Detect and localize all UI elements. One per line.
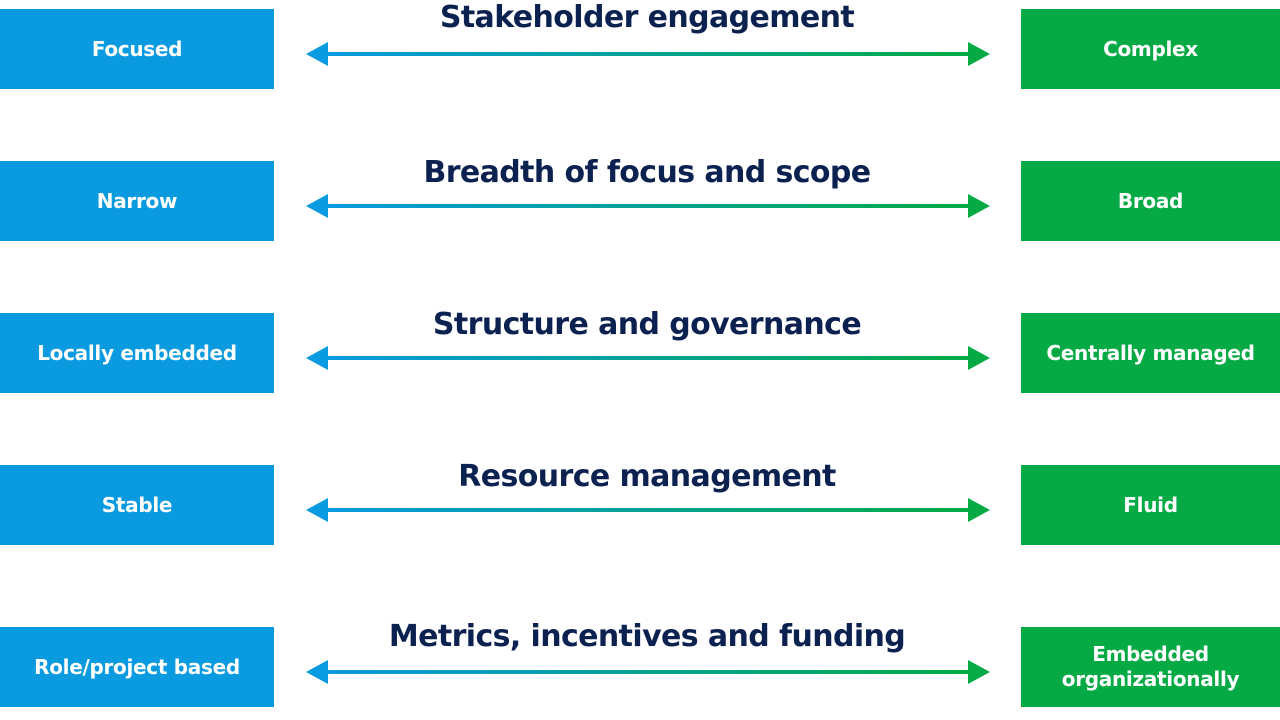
- left-pole-box: Stable: [0, 465, 274, 545]
- double-headed-arrow-icon: [306, 346, 990, 370]
- left-pole-box: Role/project based: [0, 627, 274, 707]
- spectrum-row-stakeholder-engagement: Focused Stakeholder engagement Complex: [0, 0, 1280, 89]
- spectrum-row-resource-management: Stable Resource management Fluid: [0, 459, 1280, 545]
- right-pole-label: Centrally managed: [1046, 340, 1255, 365]
- right-pole-label-line2: organizationally: [1061, 667, 1240, 691]
- left-pole-label: Focused: [91, 36, 183, 61]
- right-pole-box: Embedded organizationally: [1021, 627, 1280, 707]
- left-pole-box: Focused: [0, 9, 274, 89]
- left-pole-label: Stable: [101, 492, 173, 517]
- spectrum-row-breadth-of-focus: Narrow Breadth of focus and scope Broad: [0, 155, 1280, 241]
- dimension-title: Stakeholder engagement: [439, 0, 855, 35]
- dimension-title: Structure and governance: [432, 307, 862, 342]
- right-pole-label: Fluid: [1123, 492, 1178, 517]
- right-pole-box: Fluid: [1021, 465, 1280, 545]
- spectrum-row-structure-governance: Locally embedded Structure and governanc…: [0, 307, 1280, 393]
- right-pole-box: Broad: [1021, 161, 1280, 241]
- double-headed-arrow-icon: [306, 498, 990, 522]
- left-pole-label: Locally embedded: [37, 340, 237, 365]
- right-pole-label: Complex: [1103, 36, 1198, 61]
- left-pole-box: Locally embedded: [0, 313, 274, 393]
- dimension-title: Resource management: [458, 459, 836, 494]
- left-pole-label: Narrow: [96, 188, 178, 213]
- right-pole-label-line1: Embedded: [1092, 642, 1209, 666]
- spectrum-row-metrics-incentives: Role/project based Metrics, incentives a…: [0, 619, 1280, 707]
- right-pole-box: Complex: [1021, 9, 1280, 89]
- dimension-title: Metrics, incentives and funding: [388, 619, 906, 654]
- dimension-title: Breadth of focus and scope: [423, 155, 871, 190]
- right-pole-box: Centrally managed: [1021, 313, 1280, 393]
- double-headed-arrow-icon: [306, 42, 990, 66]
- double-headed-arrow-icon: [306, 660, 990, 684]
- left-pole-box: Narrow: [0, 161, 274, 241]
- double-headed-arrow-icon: [306, 194, 990, 218]
- right-pole-label: Broad: [1117, 188, 1184, 213]
- left-pole-label: Role/project based: [34, 654, 240, 679]
